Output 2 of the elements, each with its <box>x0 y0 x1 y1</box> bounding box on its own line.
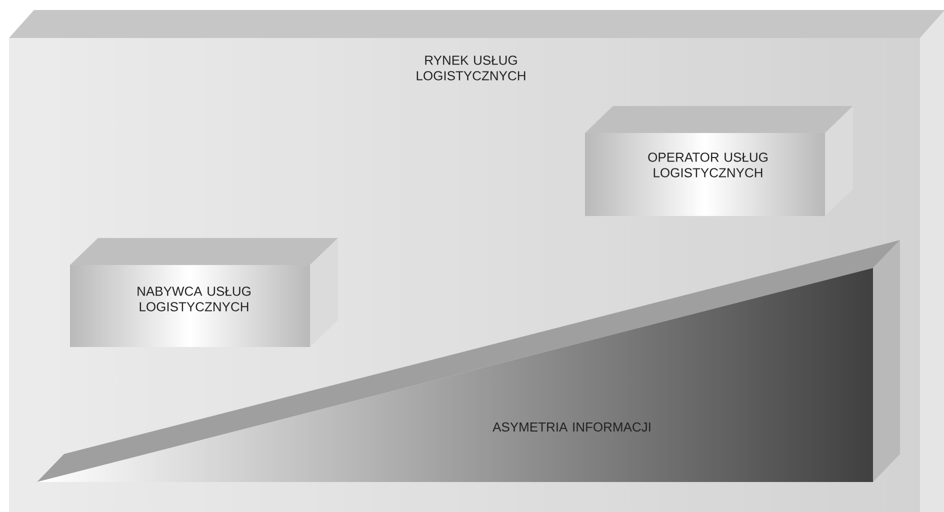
buyer-block: NABYWCA USŁUG LOGISTYCZNYCH <box>70 238 338 347</box>
operator-block: OPERATOR USŁUG LOGISTYCZNYCH <box>585 106 853 216</box>
